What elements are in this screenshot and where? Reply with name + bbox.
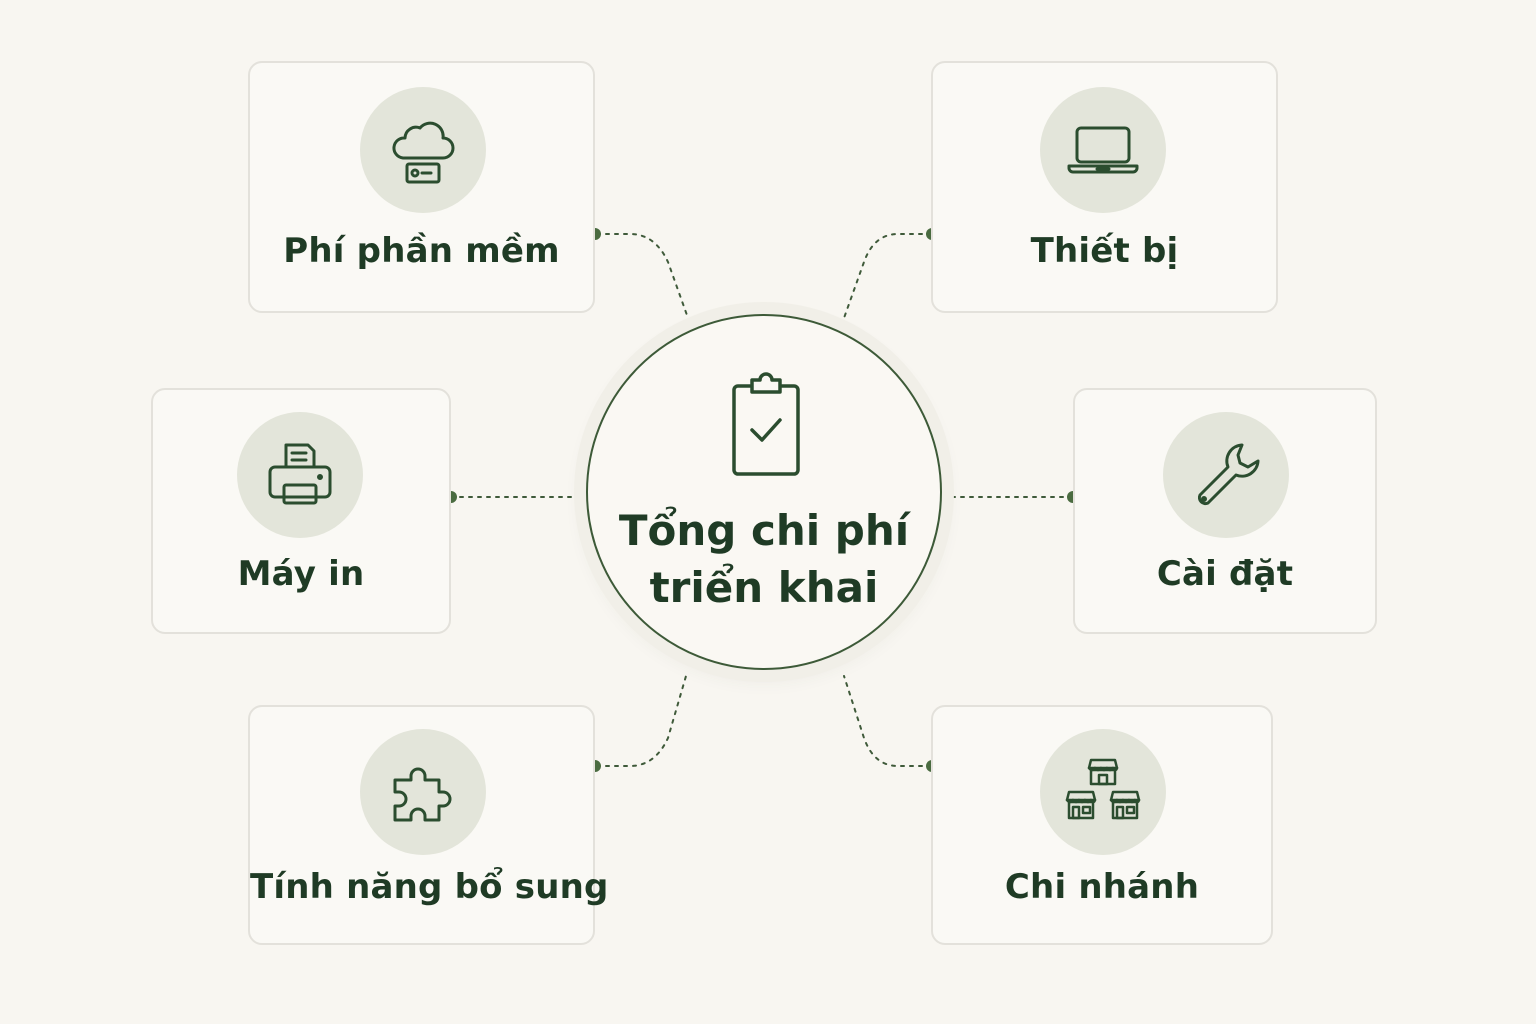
- icon-badge: [1040, 729, 1166, 855]
- stores-icon: [1065, 758, 1141, 820]
- card-chi-nhanh[interactable]: Chi nhánh: [931, 705, 1273, 945]
- laptop-icon: [1067, 126, 1139, 174]
- label-tinh-nang-bo-sung: Tính năng bổ sung: [250, 867, 609, 907]
- label-thiet-bi: Thiết bị: [1030, 231, 1179, 271]
- icon-badge: [237, 412, 363, 538]
- card-cai-dat[interactable]: Cài đặt: [1073, 388, 1377, 634]
- label-may-in: Máy in: [237, 554, 365, 594]
- icon-badge: [360, 729, 486, 855]
- printer-icon: [268, 443, 332, 505]
- card-tinh-nang-bo-sung[interactable]: Tính năng bổ sung: [248, 705, 609, 945]
- label-phi-phan-mem: Phí phần mềm: [283, 231, 560, 271]
- card-may-in[interactable]: Máy in: [151, 388, 451, 634]
- center-title-line1: Tổng chi phí: [618, 506, 910, 555]
- cloud-card-icon: [392, 121, 455, 184]
- center-title: Tổng chi phí triển khai: [588, 502, 940, 616]
- wrench-icon: [1197, 443, 1260, 506]
- card-thiet-bi[interactable]: Thiết bị: [931, 61, 1278, 313]
- center-title-line2: triển khai: [649, 563, 879, 612]
- connector-chi-nhanh: [843, 675, 932, 767]
- puzzle-icon: [393, 767, 452, 822]
- card-phi-phan-mem[interactable]: Phí phần mềm: [248, 61, 595, 313]
- label-chi-nhanh: Chi nhánh: [1004, 867, 1200, 907]
- label-cai-dat: Cài đặt: [1156, 554, 1294, 594]
- connector-phi-phan-mem: [596, 233, 689, 319]
- icon-badge: [360, 87, 486, 213]
- connector-tinh-nang: [596, 675, 687, 767]
- icon-badge: [1040, 87, 1166, 213]
- connector-thiet-bi: [843, 233, 932, 319]
- icon-badge: [1163, 412, 1289, 538]
- center-hub: Tổng chi phí triển khai: [586, 314, 942, 670]
- clipboard-check-icon: [732, 372, 800, 476]
